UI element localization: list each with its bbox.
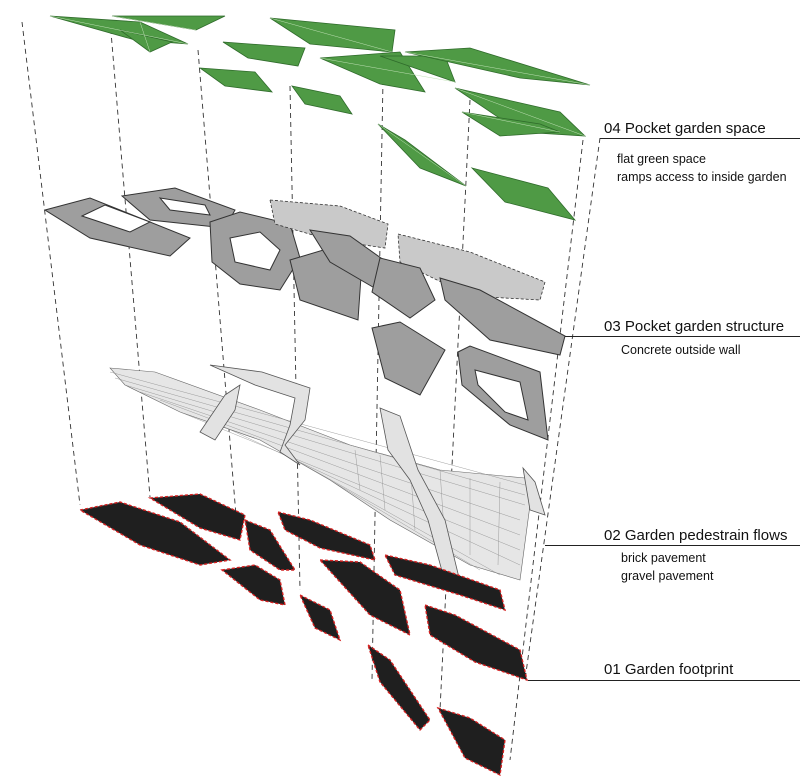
layer-01-footprint <box>78 493 528 777</box>
layer-03-note-1: Concrete outside wall <box>621 343 741 357</box>
leader-line-01 <box>528 680 800 681</box>
layer-02-note-2: gravel pavement <box>621 569 714 583</box>
leader-line-02 <box>545 545 800 546</box>
layer-04-title: 04 Pocket garden space <box>604 120 766 137</box>
layer-01-title: 01 Garden footprint <box>604 661 734 678</box>
layer-04-note-2: ramps access to inside garden <box>617 170 787 184</box>
layer-02-flows <box>109 364 546 591</box>
layer-04-green-space <box>49 15 591 221</box>
projection-lines <box>21 19 601 761</box>
layer-02-note-1: brick pavement <box>621 551 706 565</box>
leader-line-03 <box>565 336 800 337</box>
layer-04-note-1: flat green space <box>617 152 706 166</box>
leader-line-04 <box>600 138 800 139</box>
layer-03-title: 03 Pocket garden structure <box>604 318 785 335</box>
layer-03-structure <box>43 187 566 441</box>
layer-02-title: 02 Garden pedestrain flows <box>604 527 788 544</box>
